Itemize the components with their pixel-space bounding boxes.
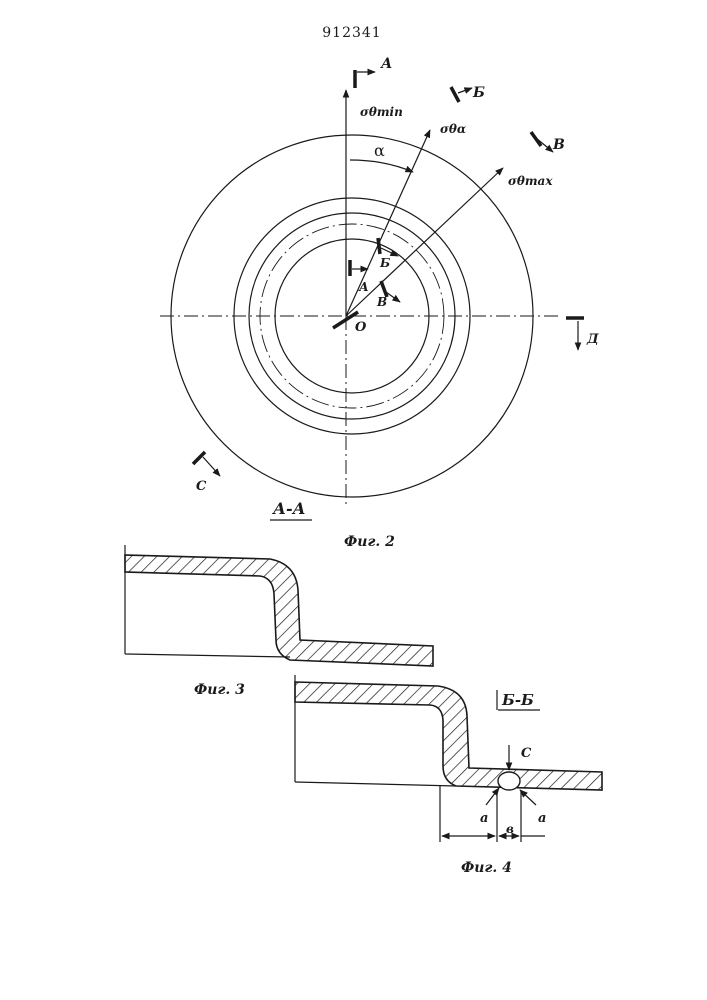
label-a-top: А	[380, 56, 392, 72]
sigma-max-arrow	[346, 168, 503, 316]
fig4-caption: Фиг. 4	[461, 860, 512, 876]
label-d: Д	[586, 332, 599, 347]
section-b-arrow-top	[458, 88, 472, 93]
section-b-mark-top	[451, 87, 459, 102]
label-o: О	[355, 320, 367, 335]
label-b-inner: Б	[379, 256, 390, 270]
section-v-arrow-inner	[386, 292, 400, 302]
callout-a-right-label: а	[538, 811, 546, 826]
label-a-inner: А	[358, 280, 369, 294]
fig3-profile	[125, 555, 433, 666]
alpha-arc	[350, 160, 413, 172]
figure-2: α А σθmin Б σθα В σθmax Б А В О Д	[160, 56, 599, 550]
label-c: С	[196, 479, 207, 494]
alpha-label: α	[374, 141, 385, 160]
patent-number: 912341	[322, 25, 381, 41]
section-c-arrow	[203, 457, 220, 476]
callout-c-label: С	[521, 746, 532, 761]
section-v-mark-top	[531, 132, 541, 146]
section-b-mark-inner	[378, 238, 380, 254]
fig3-caption: Фиг. 3	[194, 682, 245, 698]
figure-3: Фиг. 3	[125, 545, 433, 698]
sigma-alpha-label: σθα	[440, 122, 466, 136]
section-label-bb: Б-Б	[501, 691, 534, 709]
fig4-bottom-line	[295, 782, 456, 786]
label-v-top: В	[552, 137, 565, 153]
fig3-bottom-line	[125, 654, 290, 657]
callout-a-right-arrow	[520, 790, 536, 805]
dim-b-label: в	[506, 822, 514, 836]
sigma-max-label: σθmax	[508, 174, 553, 188]
section-label-aa: А-А	[272, 499, 306, 518]
weld-bead	[498, 772, 520, 790]
sigma-min-label: σθmin	[360, 105, 403, 119]
label-b-top: Б	[472, 85, 485, 101]
label-v-inner: В	[376, 295, 387, 309]
fig2-caption: Фиг. 2	[344, 534, 395, 550]
fig4-profile	[295, 682, 602, 790]
figure-4: Б-Б а в С а а Фиг. 4	[295, 675, 602, 876]
